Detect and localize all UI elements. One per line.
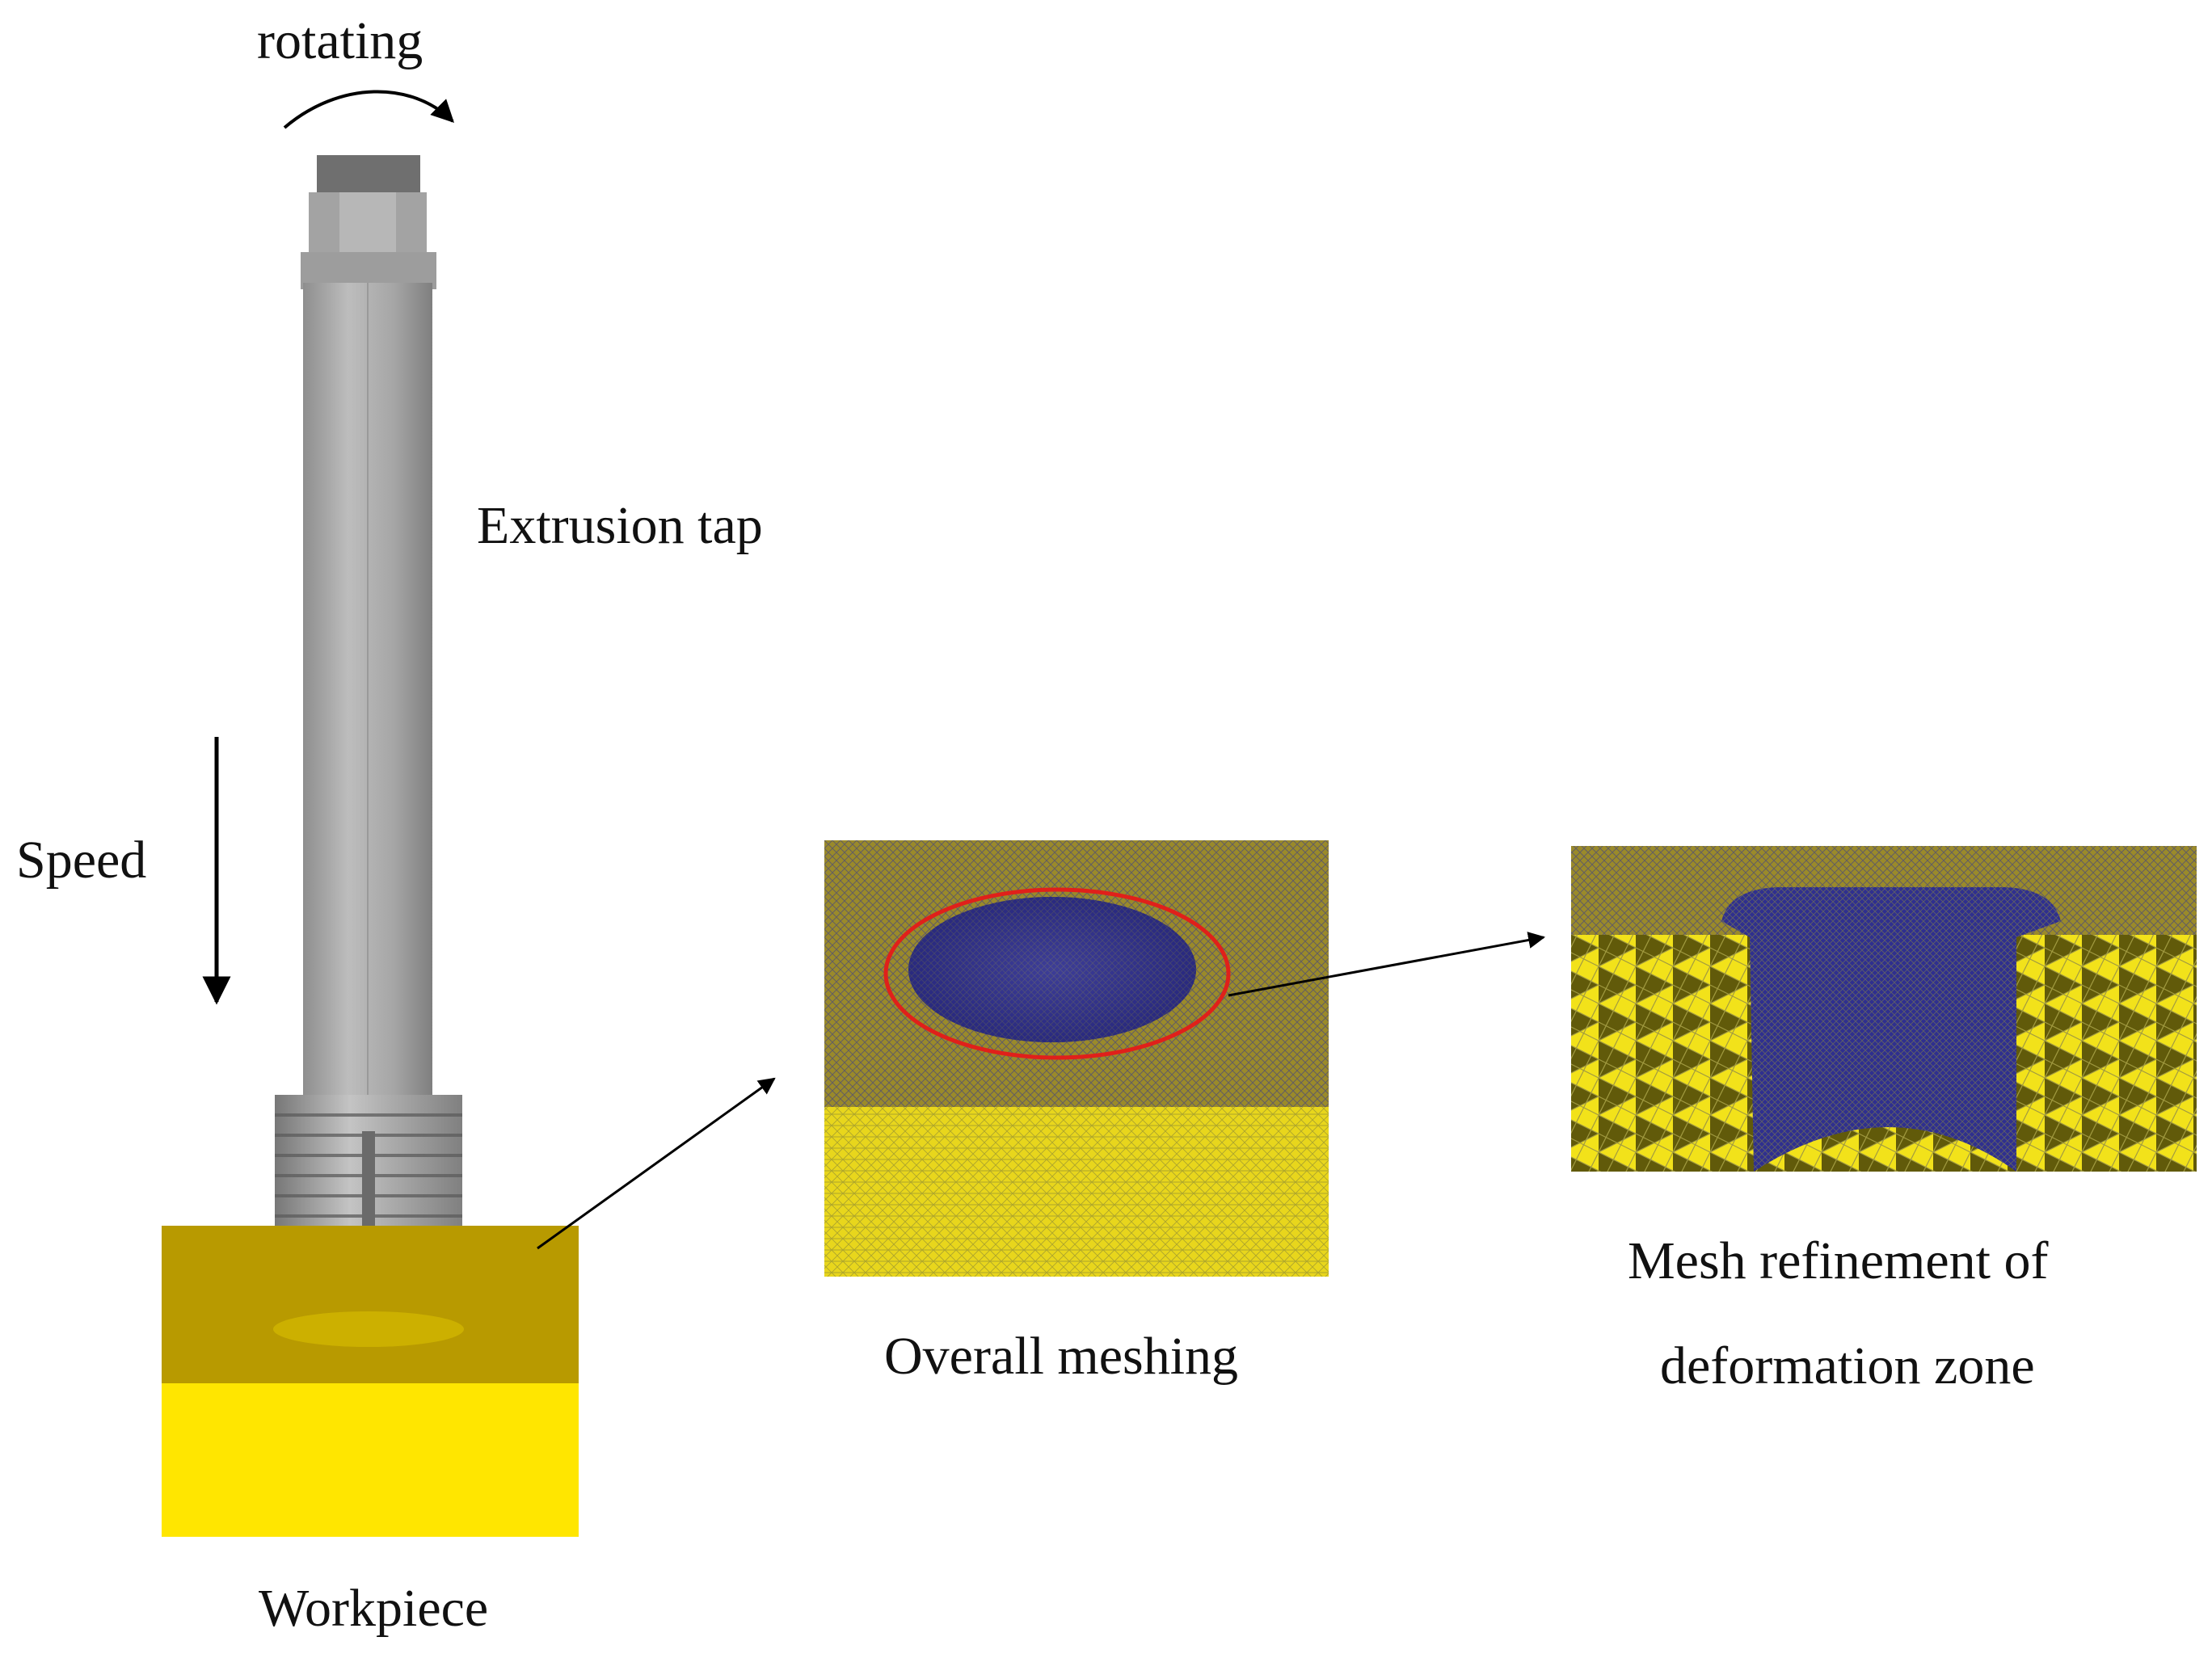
mesh-refinement-image: [1571, 846, 2197, 1172]
workpiece-top-face: [162, 1226, 579, 1387]
arrow-to-overall-meshing: [537, 1077, 776, 1250]
extrusion-tap: [275, 155, 462, 1337]
mesh-refinement-label-line2: deformation zone: [1660, 1336, 2035, 1395]
rotation-arrow: [283, 90, 454, 129]
highlight-circle: [883, 887, 1231, 1060]
mesh-side-face: [824, 1107, 1329, 1277]
tap-square-head: [317, 155, 420, 194]
refinement-hole-wall: [1721, 887, 2061, 1172]
extrusion-tap-label: Extrusion tap: [477, 496, 763, 555]
rotating-label: rotating: [257, 11, 423, 70]
workpiece: [162, 1226, 579, 1537]
overall-meshing-image: [824, 840, 1329, 1277]
speed-label: Speed: [16, 831, 146, 890]
mesh-refinement-label-line1: Mesh refinement of: [1628, 1231, 2049, 1290]
overall-meshing-label: Overall meshing: [884, 1327, 1238, 1386]
workpiece-label: Workpiece: [259, 1579, 488, 1638]
arrow-to-mesh-refinement: [1228, 932, 1546, 997]
workpiece-side-face: [162, 1383, 579, 1537]
